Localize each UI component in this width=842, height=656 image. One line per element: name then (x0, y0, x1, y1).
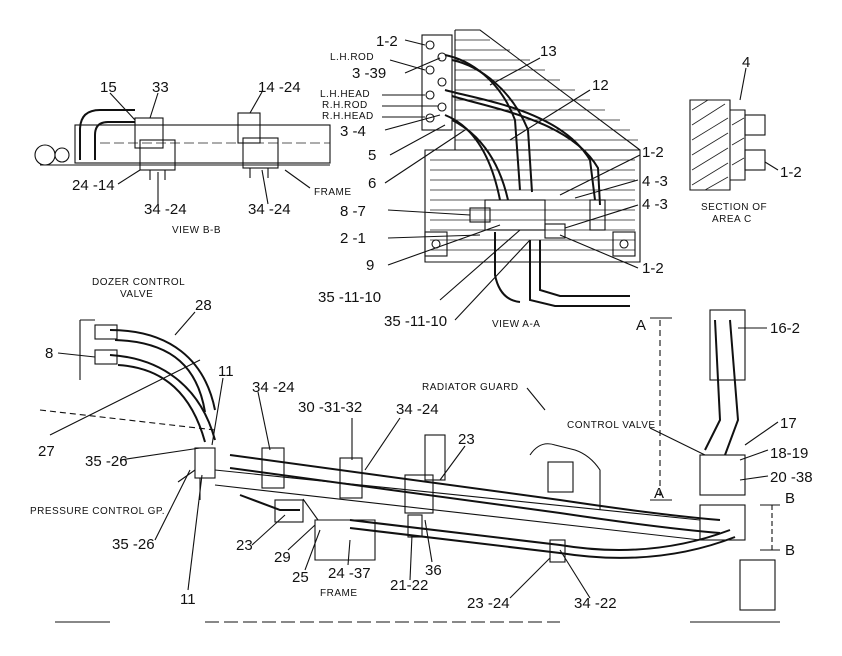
section-arrow-b-top: B (785, 490, 795, 507)
label-lh-head: L.H.HEAD (320, 89, 370, 100)
label-dozer-control: DOZER CONTROL (92, 277, 185, 288)
callout-28: 28 (195, 297, 212, 314)
callout-8-7: 8 -7 (340, 203, 366, 220)
callout-27: 27 (38, 443, 55, 460)
callout-36: 36 (425, 562, 442, 579)
callout-24-37: 24 -37 (328, 565, 371, 582)
callout-16-2: 16-2 (770, 320, 800, 337)
callout-1-2-low: 1-2 (642, 260, 664, 277)
callout-35-11-10-b: 35 -11-10 (384, 313, 447, 330)
callout-20-38: 20 -38 (770, 469, 813, 486)
callout-13: 13 (540, 43, 557, 60)
callout-34-24-main: 34 -24 (252, 379, 295, 396)
callout-3-39: 3 -39 (352, 65, 386, 82)
callout-21-22: 21-22 (390, 577, 428, 594)
main-view-labels: DOZER CONTROL VALVE 28 8 11 RADIATOR GUA… (30, 277, 813, 612)
view-aa-drawing (421, 29, 641, 307)
callout-1-2-mid: 1-2 (642, 144, 664, 161)
callout-6: 6 (368, 175, 376, 192)
label-rh-rod: R.H.ROD (322, 100, 368, 111)
callout-30-31-32: 30 -31-32 (298, 399, 362, 416)
leader-lines (49, 39, 779, 599)
callout-33: 33 (152, 79, 169, 96)
view-bb-labels: 15 33 14 -24 24 -14 34 -24 34 -24 FRAME … (72, 79, 352, 236)
callout-23-24: 23 -24 (467, 595, 510, 612)
callout-25: 25 (292, 569, 309, 586)
callout-11-bottom: 11 (180, 591, 196, 608)
callout-17: 17 (780, 415, 797, 432)
callout-24-14: 24 -14 (72, 177, 115, 194)
callout-35-26-b: 35 -26 (112, 536, 155, 553)
section-area-c-drawing (689, 99, 766, 191)
label-frame-main: FRAME (320, 588, 358, 599)
callout-2-1: 2 -1 (340, 230, 366, 247)
callout-34-22: 34 -22 (574, 595, 617, 612)
callout-9: 9 (366, 257, 374, 274)
callout-4-3-a: 4 -3 (642, 173, 668, 190)
callout-35-11-10-a: 35 -11-10 (318, 289, 381, 306)
label-section-of: SECTION OF (701, 202, 767, 213)
view-bb-drawing (34, 109, 331, 180)
callout-18-19: 18-19 (770, 445, 808, 462)
label-view-bb: VIEW B-B (172, 225, 221, 236)
callout-14-24: 14 -24 (258, 79, 301, 96)
label-view-aa: VIEW A-A (492, 319, 540, 330)
callout-4-3-b: 4 -3 (642, 196, 668, 213)
section-arrow-b-bottom: B (785, 542, 795, 559)
section-area-c-labels: 4 1-2 SECTION OF AREA C (701, 54, 802, 225)
callout-23-a: 23 (236, 537, 253, 554)
section-arrow-a-bottom: A (654, 485, 664, 502)
label-frame-bb: FRAME (314, 187, 352, 198)
callout-8: 8 (45, 345, 53, 362)
callout-5: 5 (368, 147, 376, 164)
label-lh-rod: L.H.ROD (330, 52, 374, 63)
callout-34-24-bb1: 34 -24 (144, 201, 187, 218)
callout-4: 4 (742, 54, 750, 71)
callout-15: 15 (100, 79, 117, 96)
label-radiator-guard: RADIATOR GUARD (422, 382, 519, 393)
view-aa-labels: L.H.ROD L.H.HEAD R.H.ROD R.H.HEAD VIEW A… (318, 33, 668, 330)
callout-3-4: 3 -4 (340, 123, 366, 140)
callout-34-24-main2: 34 -24 (396, 401, 439, 418)
callout-34-24-bb2: 34 -24 (248, 201, 291, 218)
main-view-drawing (39, 309, 780, 623)
section-arrow-a-top: A (636, 317, 646, 334)
callout-35-26-a: 35 -26 (85, 453, 128, 470)
label-pressure-control: PRESSURE CONTROL GP. (30, 506, 165, 517)
label-rh-head: R.H.HEAD (322, 111, 374, 122)
callout-11-top: 11 (218, 363, 234, 380)
label-dozer-valve: VALVE (120, 289, 153, 300)
callout-29: 29 (274, 549, 291, 566)
label-area-c: AREA C (712, 214, 752, 225)
label-control-valve: CONTROL VALVE (567, 420, 656, 431)
callout-1-2-sec: 1-2 (780, 164, 802, 181)
callout-1-2-top: 1-2 (376, 33, 398, 50)
callout-23-b: 23 (458, 431, 475, 448)
callout-12: 12 (592, 77, 609, 94)
